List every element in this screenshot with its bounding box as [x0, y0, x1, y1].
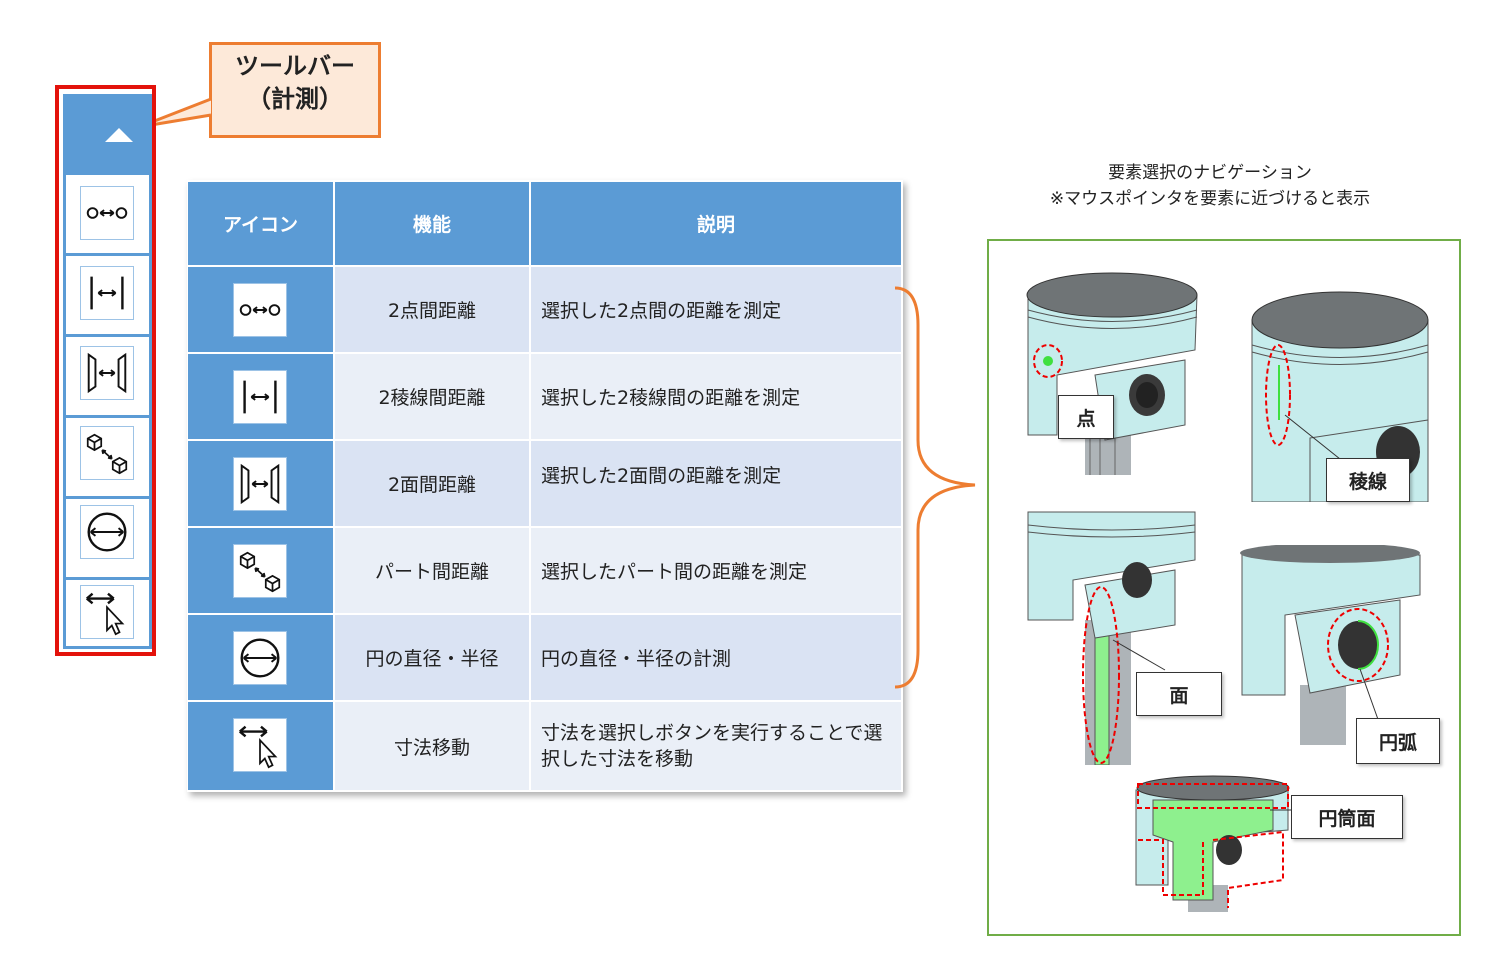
table-cell-function: パート間距離	[335, 528, 529, 613]
label-edge: 稜線	[1326, 458, 1410, 502]
piston-arc-image	[1240, 545, 1421, 745]
point-to-point-icon	[233, 283, 287, 337]
circle-diameter-icon	[233, 631, 287, 685]
toolbar-callout	[209, 42, 381, 138]
table-cell-function: 2稜線間距離	[335, 354, 529, 439]
navigation-subtitle: ※マウスポインタを要素に近づけると表示	[1049, 189, 1371, 209]
table-cell-description: 選択した2点間の距離を測定	[531, 267, 901, 352]
face-distance-icon	[233, 457, 287, 511]
piston-cylinder-image	[1135, 775, 1290, 912]
move-dimension-icon[interactable]	[80, 585, 134, 639]
brace-connector	[894, 286, 976, 689]
callout-line2: （計測）	[247, 85, 343, 113]
label-cylinder: 円筒面	[1291, 795, 1403, 839]
table-cell-function: 寸法移動	[335, 702, 529, 790]
table-cell-description: 選択した2面間の距離を測定	[531, 441, 901, 526]
table-cell-function: 2面間距離	[335, 441, 529, 526]
label-arc: 円弧	[1356, 718, 1440, 764]
piston-edge-image	[1251, 291, 1429, 502]
circle-diameter-icon[interactable]	[80, 505, 134, 559]
table-cell-description: 円の直径・半径の計測	[531, 615, 901, 700]
table-cell-description: 寸法を選択しボタンを実行することで選択した寸法を移動	[531, 702, 901, 790]
edge-distance-icon[interactable]	[80, 266, 134, 320]
callout-line1: ツールバー	[235, 52, 355, 80]
header-icon: アイコン	[188, 182, 333, 265]
table-cell-description: 選択したパート間の距離を測定	[531, 528, 901, 613]
piston-point-image	[1026, 272, 1198, 475]
point-to-point-icon[interactable]	[80, 186, 134, 240]
piston-face-image	[1027, 511, 1196, 765]
header-function: 機能	[335, 182, 529, 265]
table-cell-description: 選択した2稜線間の距離を測定	[531, 354, 901, 439]
move-dimension-icon	[233, 718, 287, 772]
navigation-title-line: 要素選択のナビゲーション	[1108, 163, 1312, 183]
table-cell-function: 2点間距離	[335, 267, 529, 352]
callout-text: ツールバー （計測）	[209, 50, 381, 116]
part-distance-icon[interactable]	[80, 426, 134, 480]
edge-distance-icon	[233, 370, 287, 424]
label-face: 面	[1136, 672, 1222, 716]
table-cell-function: 円の直径・半径	[335, 615, 529, 700]
face-distance-icon[interactable]	[80, 346, 134, 400]
collapse-icon[interactable]	[105, 128, 133, 142]
label-point: 点	[1058, 395, 1114, 439]
header-description: 説明	[531, 182, 901, 265]
navigation-title: 要素選択のナビゲーション ※マウスポインタを要素に近づけると表示	[1020, 160, 1400, 212]
part-distance-icon	[233, 544, 287, 598]
